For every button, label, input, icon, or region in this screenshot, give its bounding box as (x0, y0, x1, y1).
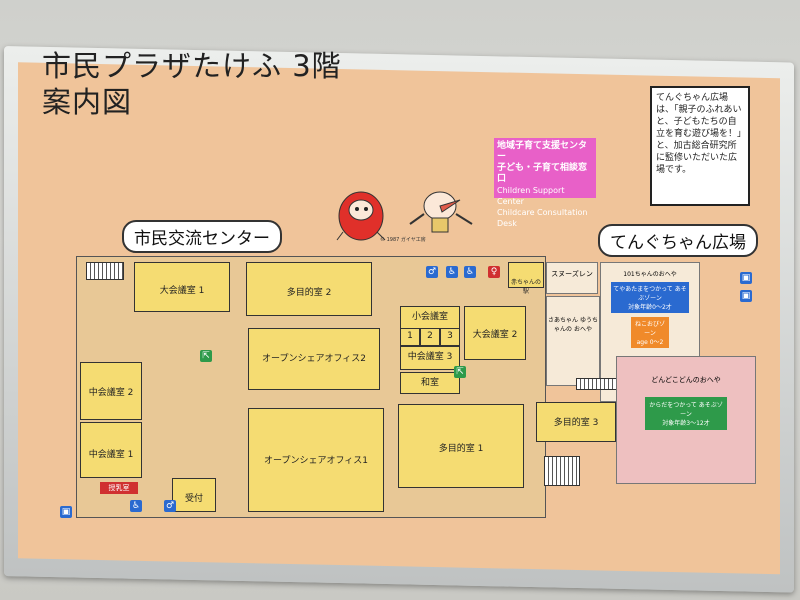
exit-icon: ⇱ (200, 350, 212, 362)
room-open-office-2-label: オープンシェアオフィス2 (261, 354, 366, 364)
child-support-box: 地域子育て支援センター 子ども・子育て相談窓口 Children Support… (494, 138, 596, 228)
room-multi-1-label: 多目的室 1 (438, 444, 484, 454)
room-washitsu-label: 和室 (420, 378, 439, 388)
room-open-office-1-label: オープンシェアオフィス1 (263, 456, 368, 466)
play-zone-label: てやあたまをつかって あそぶゾーン (613, 286, 687, 302)
room-101-label: 101ちゃんのおへや (623, 271, 677, 278)
room-mid-conf-2: 中会議室 2 (80, 362, 142, 420)
room-mid-conf-3-label: 中会議室 3 (407, 352, 453, 362)
room-small-2: 2 (420, 328, 440, 346)
child-support-subtitle: 子ども・子育て相談窓口 (497, 163, 588, 184)
room-multi-1: 多目的室 1 (398, 404, 524, 488)
room-large-conf-2-label: 大会議室 2 (472, 330, 518, 340)
stairs-center (576, 378, 620, 390)
dondoko-label: どんどこどんのおへや (651, 376, 721, 384)
elevator-icon-2: ▣ (740, 272, 752, 284)
snoozelen-label: スヌーズレン (551, 270, 593, 278)
tengu-mascot (404, 184, 476, 240)
stairs-south (544, 456, 580, 486)
body-zone-age: 対象年齢3〜12才 (662, 420, 710, 427)
wheelchair-icon-2: ♿ (446, 266, 458, 278)
title-line-1: 市民プラザたけふ 3階 (42, 49, 342, 83)
notice-box: てんぐちゃん広場は、「親子のふれあいと、子どもたちの自立を育む遊び場を！」と、加… (650, 86, 750, 206)
wheelchair-icon-3: ♿ (464, 266, 476, 278)
snoozelen-area: スヌーズレン (546, 262, 598, 294)
room-small-1: 1 (400, 328, 420, 346)
page-title: 市民プラザたけふ 3階 案内図 (42, 48, 342, 120)
room-mid-conf-1: 中会議室 1 (80, 422, 142, 478)
restroom-male-icon: ♂ (426, 266, 438, 278)
body-zone-tag: からだをつかって あそぶゾーン 対象年齢3〜12才 (645, 397, 727, 430)
restroom-icon: ♂ (164, 500, 176, 512)
room-mid-conf-1-label: 中会議室 1 (88, 450, 134, 460)
room-large-conf-2: 大会議室 2 (464, 306, 526, 360)
room-reception-label: 受付 (184, 494, 203, 504)
room-reception: 受付 (172, 478, 216, 512)
elevator-icon-3: ▣ (740, 290, 752, 302)
room-small-1-label: 1 (407, 331, 413, 341)
wheelchair-icon: ♿ (130, 500, 142, 512)
section-label-right: てんぐちゃん広場 (598, 224, 758, 257)
room-large-conf-1-label: 大会議室 1 (159, 286, 205, 296)
room-small-3: 3 (440, 328, 460, 346)
sachan-label: さあちゃん ゆうちゃんの おへや (548, 317, 598, 333)
floor-plan: 大会議室 1 多目的室 2 オープンシェアオフィス2 オープンシェアオフィス1 … (60, 206, 760, 518)
room-small-conf: 小会議室 (400, 306, 460, 330)
room-mid-conf-3: 中会議室 3 (400, 346, 460, 370)
room-mid-conf-2-label: 中会議室 2 (88, 388, 134, 398)
sachan-room: さあちゃん ゆうちゃんの おへや (546, 296, 600, 386)
room-open-office-2: オープンシェアオフィス2 (248, 328, 380, 390)
dondoko-room: どんどこどんのおへや からだをつかって あそぶゾーン 対象年齢3〜12才 (616, 356, 756, 484)
room-multi-2: 多目的室 2 (246, 262, 372, 316)
baby-station-label: 赤ちゃんの駅 (510, 279, 541, 295)
room-open-office-1: オープンシェアオフィス1 (248, 408, 384, 512)
play-zone-tag: てやあたまをつかって あそぶゾーン 対象年齢0〜2才 (611, 282, 689, 313)
title-line-2: 案内図 (42, 85, 133, 119)
stairs-nw (86, 262, 124, 280)
child-support-en1: Children Support Center (497, 186, 565, 206)
child-support-en2: Childcare Consultation Desk (497, 208, 588, 228)
room-small-2-label: 2 (427, 331, 433, 341)
nursing-room-tag: 授乳室 (100, 482, 138, 494)
room-multi-3-label: 多目的室 3 (553, 418, 599, 428)
daruma-mascot (333, 182, 393, 248)
play-zone-age: 対象年齢0〜2才 (628, 304, 672, 311)
room-multi-3: 多目的室 3 (536, 402, 616, 442)
room-large-conf-1: 大会議室 1 (134, 262, 230, 312)
copyright-text: © 1987 ガイヤ工房 (380, 237, 426, 243)
restroom-female-icon: ♀ (488, 266, 500, 278)
cat-zone-tag: ねこおびゾーン age 0〜2 (631, 317, 669, 348)
room-washitsu: 和室 (400, 372, 460, 394)
room-small-3-label: 3 (447, 331, 453, 341)
elevator-icon: ▣ (60, 506, 72, 518)
section-label-left: 市民交流センター (122, 220, 282, 253)
room-small-conf-label: 小会議室 (411, 312, 448, 322)
cat-zone-label: ねこおびゾーン (634, 321, 665, 337)
room-multi-2-label: 多目的室 2 (286, 288, 332, 298)
cat-zone-age: age 0〜2 (636, 339, 664, 346)
body-zone-label: からだをつかって あそぶゾーン (649, 402, 723, 418)
exit-icon-2: ⇱ (454, 366, 466, 378)
baby-station: 赤ちゃんの駅 (508, 262, 544, 295)
child-support-title: 地域子育て支援センター (497, 141, 588, 162)
